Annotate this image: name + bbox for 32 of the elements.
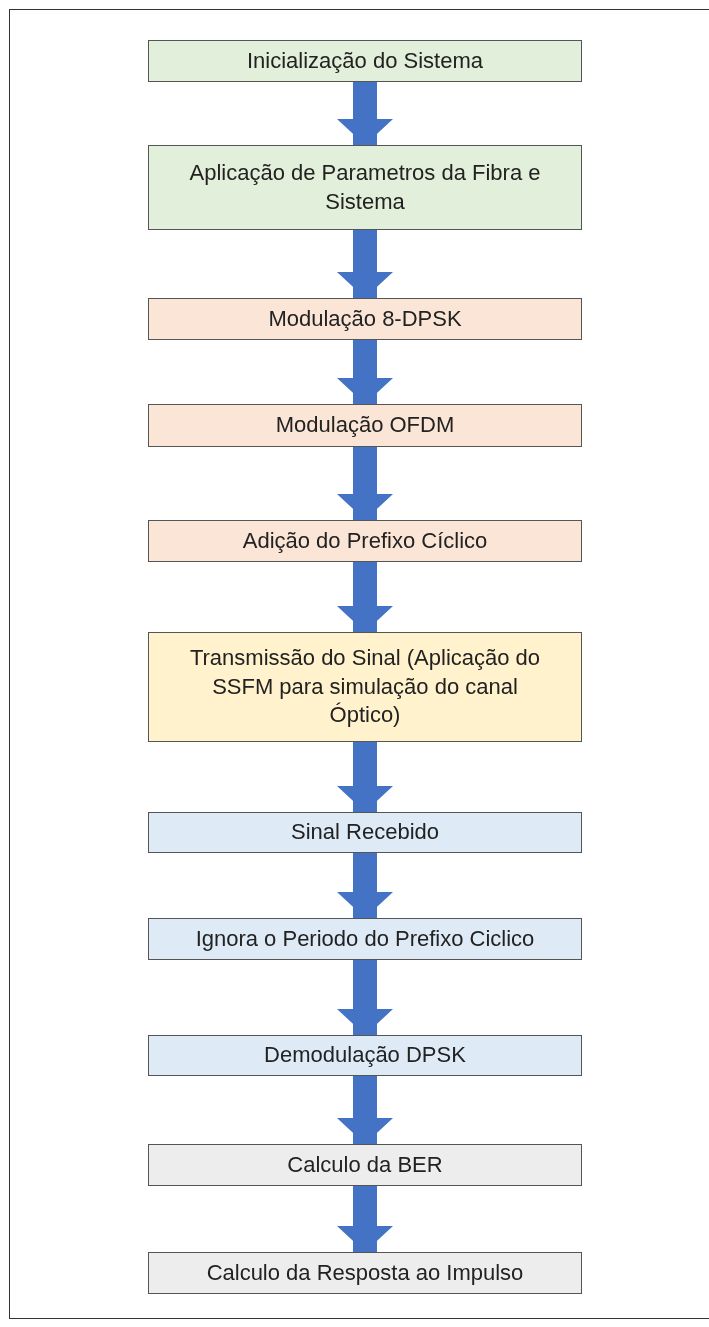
process-box — [148, 520, 582, 562]
process-box — [148, 145, 582, 230]
process-box — [148, 1035, 582, 1076]
block-arrow — [337, 340, 393, 404]
block-arrow — [337, 742, 393, 812]
step-text: Calculo da Resposta ao Impulso — [206, 1258, 524, 1287]
step-text: Transmissão do Sinal (Aplicação do SSFM para simulação do canal Óptico) — [189, 644, 541, 730]
step-text: Aplicação de Parametros da Fibra e Sistema — [188, 158, 542, 216]
step-text: Adição do Prefixo Cíclico — [242, 526, 488, 555]
step-text: Demodulação DPSK — [264, 1041, 466, 1070]
block-arrow — [337, 1186, 393, 1252]
step-text: Ignora o Periodo do Prefixo Ciclico — [195, 924, 535, 953]
process-box — [148, 1252, 582, 1294]
step-text: Modulação OFDM — [275, 411, 455, 440]
process-box — [148, 298, 582, 340]
process-box — [148, 404, 582, 447]
block-arrow — [337, 562, 393, 632]
block-arrow — [337, 230, 393, 298]
block-arrow — [337, 853, 393, 918]
block-arrow — [337, 82, 393, 145]
block-arrow — [337, 1076, 393, 1144]
process-box — [148, 812, 582, 853]
block-arrow — [337, 960, 393, 1035]
block-arrow — [337, 447, 393, 520]
step-text: Sinal Recebido — [291, 818, 439, 847]
step-text: Calculo da BER — [287, 1150, 443, 1179]
step-text: Modulação 8-DPSK — [268, 304, 462, 333]
process-box — [148, 1144, 582, 1186]
process-box — [148, 40, 582, 82]
process-box — [148, 632, 582, 742]
process-box — [148, 918, 582, 960]
step-text: Inicialização do Sistema — [247, 46, 483, 75]
